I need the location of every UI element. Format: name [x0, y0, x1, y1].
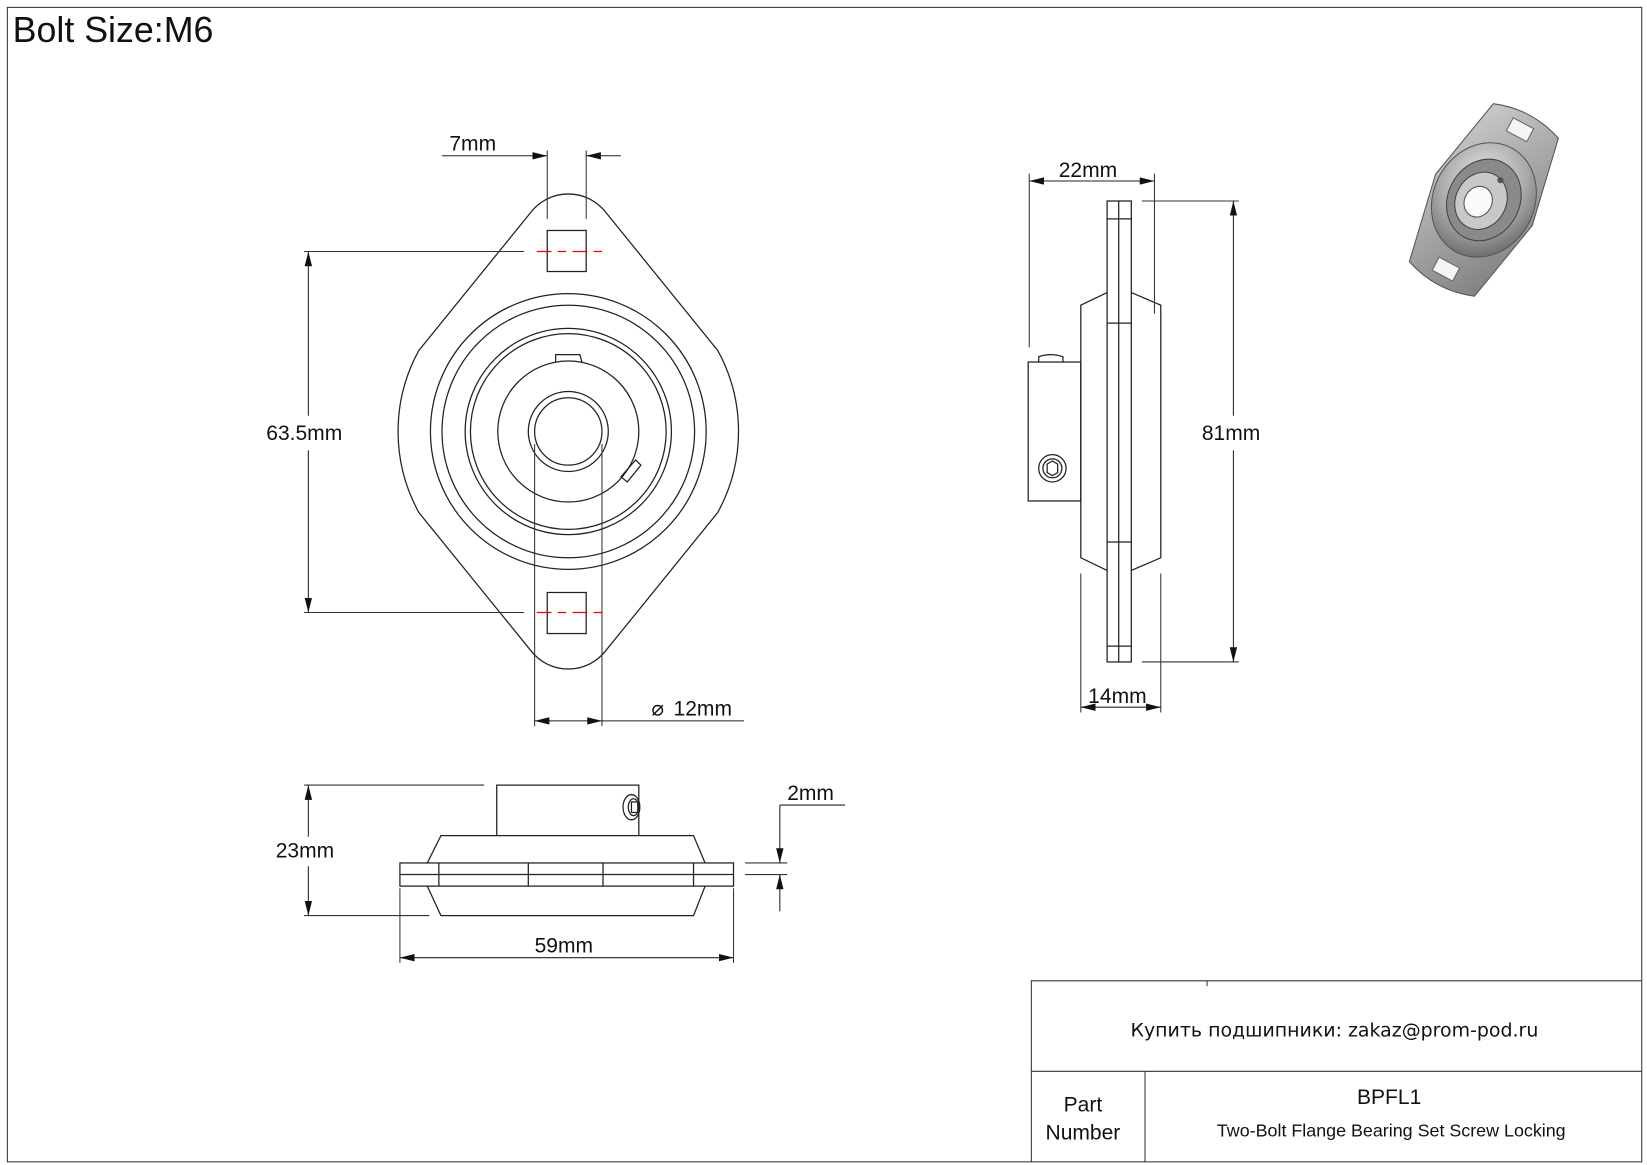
dim-label: 14mm — [1088, 685, 1146, 708]
part-description: Two-Bolt Flange Bearing Set Screw Lockin… — [1217, 1121, 1566, 1141]
number-label: Number — [1046, 1122, 1121, 1145]
bore-inner — [533, 397, 603, 466]
dim-label: 23mm — [276, 840, 334, 863]
set-screw-icon — [622, 793, 641, 821]
dim-63-5mm: 63.5mm — [266, 250, 525, 614]
contact-info: Купить подшипники: zakaz@prom-pod.ru — [1131, 1020, 1539, 1042]
dim-label: 22mm — [1059, 159, 1117, 182]
dim-81mm: 81mm — [1141, 200, 1260, 663]
diameter-symbol: ⌀ — [651, 698, 664, 721]
bearing-3d-render — [1408, 103, 1559, 297]
part-label: Part — [1064, 1093, 1103, 1116]
dim-label: 63.5mm — [266, 422, 342, 445]
dim-23mm: 23mm — [276, 784, 485, 917]
dim-59mm: 59mm — [399, 888, 735, 963]
front-view — [397, 193, 740, 727]
bottom-view — [399, 784, 735, 917]
dim-label: 59mm — [535, 934, 593, 957]
set-screw-side — [620, 458, 642, 483]
dim-label: 2mm — [787, 782, 834, 805]
bolt-size-label: Bolt Size:M6 — [13, 10, 214, 50]
set-screw-icon — [1038, 454, 1067, 483]
dim-2mm: 2mm — [745, 782, 846, 912]
drawing-border — [6, 6, 1643, 1163]
part-number: BPFL1 — [1357, 1086, 1421, 1109]
flange-outline — [397, 193, 740, 670]
dim-label: 7mm — [449, 132, 496, 155]
dim-label: 81mm — [1202, 422, 1260, 445]
dim-label: 12mm — [674, 698, 732, 721]
dim-7mm: 7mm — [442, 132, 621, 219]
bore-outer — [527, 390, 609, 473]
side-view — [1027, 200, 1162, 663]
dim-12mm: ⌀ 12mm — [534, 698, 745, 725]
dim-22mm: 22mm — [1028, 159, 1156, 348]
title-block: Купить подшипники: zakaz@prom-pod.ru Par… — [1030, 980, 1642, 1162]
set-screw-top — [555, 354, 583, 363]
dim-14mm: 14mm — [1080, 573, 1162, 713]
